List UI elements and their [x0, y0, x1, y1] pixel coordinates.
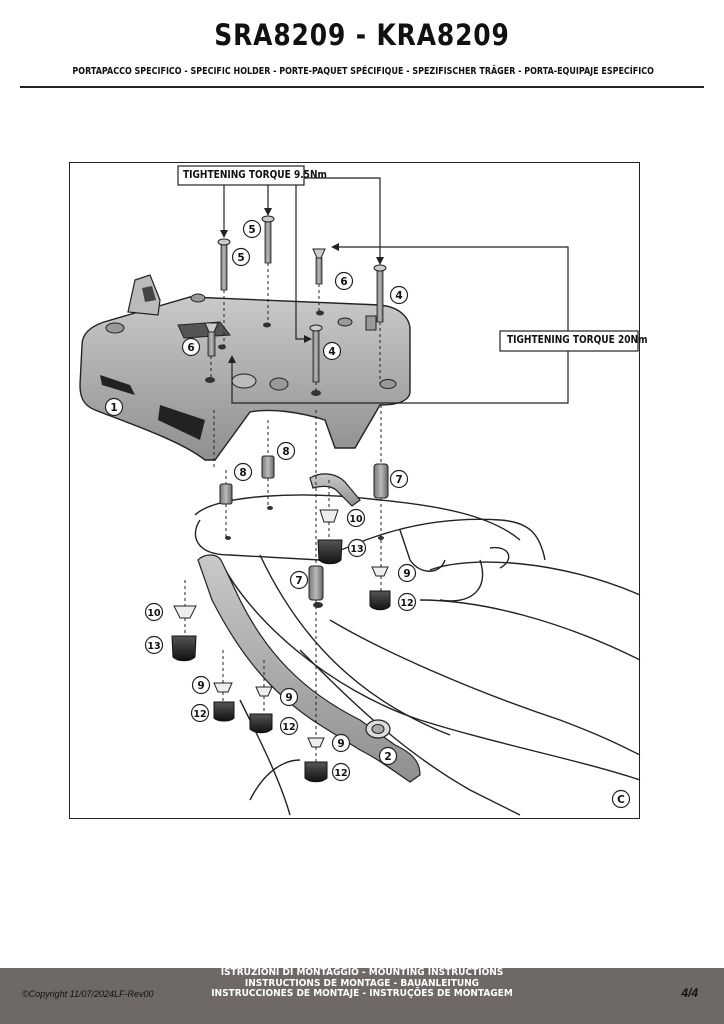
view-label: C	[617, 794, 625, 806]
screw-6b	[204, 322, 219, 357]
nut-12a	[213, 701, 235, 722]
diagram-frame	[69, 162, 640, 819]
washer-9a	[213, 682, 233, 693]
washer-10b	[319, 509, 339, 523]
washer-9c	[307, 737, 325, 748]
torque-callouts	[177, 165, 639, 404]
screw-5b	[261, 215, 275, 264]
spacer-7b	[308, 565, 324, 601]
nut-12c	[304, 761, 328, 783]
footer-instructions: ISTRUZIONI DI MONTAGGIO - MOUNTING INSTR…	[36, 967, 688, 1000]
washer-9d	[371, 566, 389, 577]
part-label-13: 13	[350, 544, 363, 555]
torque-small-box	[177, 165, 305, 186]
part-label-4: 4	[395, 290, 402, 302]
torque-large-label: TIGHTENING TORQUE 20Nm	[507, 334, 648, 346]
footer-bar	[0, 968, 724, 1024]
part-label-12: 12	[282, 722, 295, 733]
copyright: ©Copyright 11/07/2024LF-Rev00	[22, 989, 154, 999]
nut-13a	[171, 635, 197, 662]
page-number: 4/4	[681, 986, 698, 1000]
part-number-circles	[104, 219, 631, 809]
nut-12d	[369, 590, 391, 611]
part-label-1: 1	[110, 402, 117, 414]
part-label-9: 9	[197, 680, 204, 692]
part-label-9: 9	[337, 738, 344, 750]
footer-line-2: INSTRUCTIONS DE MONTAGE - BAUANLEITUNG	[244, 977, 480, 989]
screw-5a	[217, 238, 231, 291]
part-number-labels: 1 2 4 4 5 5 6 6 7 7 8 8 9 9 9 9 10 10 12…	[110, 224, 625, 806]
header-rule	[20, 86, 704, 88]
part-label-10: 10	[349, 514, 363, 525]
part-label-7: 7	[395, 474, 402, 486]
page-subtitle: PORTAPACCO SPECIFICO - SPECIFIC HOLDER -…	[72, 66, 654, 77]
part-label-12: 12	[400, 598, 413, 609]
nut-13b	[317, 539, 343, 565]
footer-line-3: INSTRUCCIONES DE MONTAJE - INSTRUÇÕES DE…	[211, 988, 513, 999]
part-label-9: 9	[285, 692, 292, 704]
part-label-5: 5	[248, 224, 255, 236]
part-label-10: 10	[147, 608, 161, 619]
spacer-7a	[373, 463, 389, 499]
nut-12b	[249, 713, 273, 734]
part-label-9: 9	[403, 568, 410, 580]
part-label-7: 7	[295, 575, 302, 587]
part-label-12: 12	[334, 768, 347, 779]
screw-insert	[365, 315, 377, 331]
screw-6a	[312, 248, 326, 285]
spacer-8b	[261, 455, 275, 479]
part-label-8: 8	[239, 467, 246, 479]
part-label-6: 6	[187, 342, 194, 354]
torque-small-label: TIGHTENING TORQUE 9.5Nm	[183, 169, 327, 181]
spacer-8a	[219, 483, 233, 505]
part-label-8: 8	[282, 446, 289, 458]
washer-10a	[173, 605, 197, 619]
footer-line-1: ISTRUZIONI DI MONTAGGIO - MOUNTING INSTR…	[220, 967, 504, 978]
part-label-4: 4	[328, 346, 335, 358]
leader-arrowheads	[220, 208, 384, 363]
washer-9b	[255, 686, 273, 697]
page-title: SRA8209 - KRA8209	[214, 18, 510, 52]
side-bracket-2	[197, 473, 421, 783]
assembly-axes	[184, 263, 382, 762]
part-label-6: 6	[340, 276, 347, 288]
part-label-5: 5	[237, 252, 244, 264]
part-label-13: 13	[147, 641, 160, 652]
rack-plate-1	[79, 274, 411, 461]
part-label-2: 2	[384, 751, 391, 763]
part-label-12: 12	[193, 709, 206, 720]
torque-large-box	[499, 330, 639, 352]
